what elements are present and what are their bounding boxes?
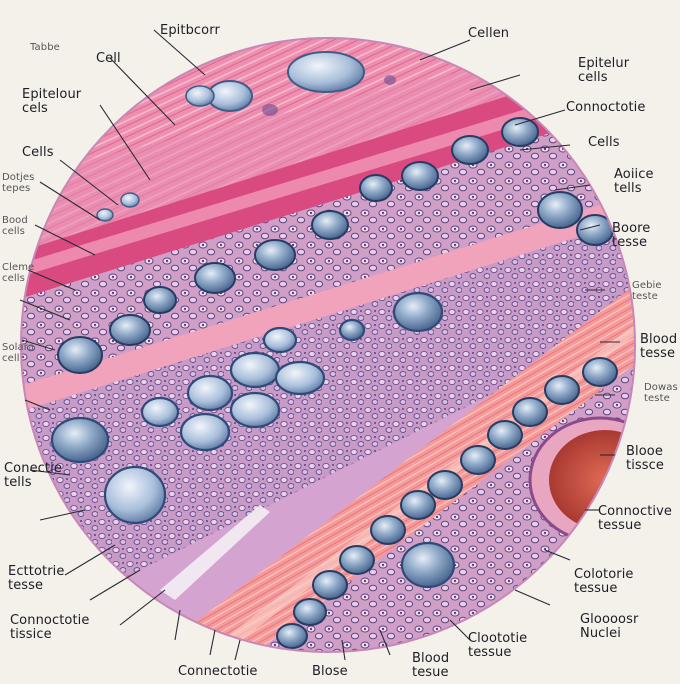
label-right-connective-tissue: Connoctive tessue — [598, 504, 673, 533]
label-right-blood-tissue: Blood tesse — [640, 332, 678, 361]
label-top-center: Epitbcorr — [160, 23, 220, 38]
label-right-nuclei: Gloooosr Nuclei — [580, 612, 639, 641]
label-small-left-1: Cleme cells — [2, 262, 35, 284]
label-right-cells: Cells — [588, 135, 620, 150]
label-right-epithelial: Epitelur cells — [578, 56, 630, 85]
label-right-clootorie-tissue: Cloototie tessue — [468, 631, 528, 660]
label-top-right-cell: Cellen — [468, 26, 510, 41]
label-right-connective: Connoctotie — [566, 100, 646, 115]
label-left-cell: Cell — [96, 51, 121, 66]
label-left-cells: Cells — [22, 145, 54, 160]
label-right-bloooe-tissue: Blooe tissce — [626, 444, 665, 473]
label-left-ectotrie: Ecttotrie tesse — [8, 564, 65, 593]
label-right-aoria-cells: Aoiice tells — [614, 167, 654, 196]
label-right-bioore-tissue: Boore tesse — [612, 221, 651, 250]
label-small-top-left: Tabbe — [30, 42, 60, 53]
label-bottom-left-connective: Connoctotie tissice — [10, 613, 90, 642]
label-left-blood-cells: Bood cells — [2, 215, 28, 237]
label-bottom-blood-tissue: Blood tesue — [412, 651, 450, 680]
label-small-right-2: Dowas teste — [644, 382, 678, 404]
label-left-epithelium: Epitelour cels — [22, 87, 82, 116]
label-bottom-center-connective: Connectotie — [178, 664, 258, 679]
label-left-connective-cells: Conectie tells — [4, 461, 62, 490]
label-left-solar-cell: Solara cell — [2, 342, 35, 364]
label-left-dotjes: Dotjes tepes — [2, 172, 35, 194]
label-right-colottie-tissue: Colotorie tessue — [574, 567, 634, 596]
label-bottom-blood: Blose — [312, 664, 348, 679]
label-small-right-1: Gebie teste — [632, 280, 662, 302]
